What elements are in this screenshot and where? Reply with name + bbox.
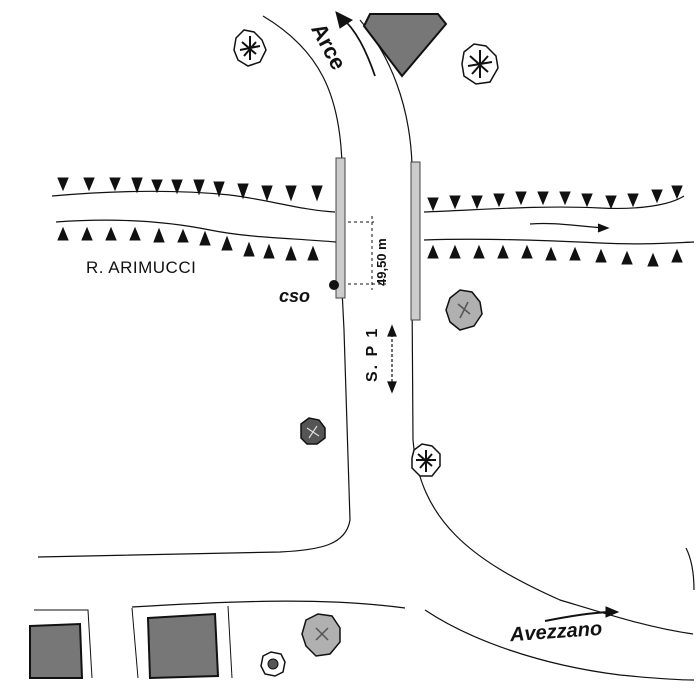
road-edge-right <box>359 19 694 635</box>
cso-point <box>329 280 339 290</box>
tree-icon <box>233 29 267 67</box>
buildings <box>29 13 448 680</box>
river-bank-left-upper <box>51 190 336 213</box>
road-name-label: S. P 1 <box>364 326 381 382</box>
river-bank-right-lower <box>423 238 695 245</box>
tree-icon <box>461 43 499 85</box>
tree-icon <box>301 613 341 657</box>
river-bank-right-upper <box>423 195 685 213</box>
tree-icon <box>411 443 441 477</box>
road-sp1 <box>37 15 695 681</box>
building-plot-outline-1 <box>34 609 93 679</box>
tree-icon <box>300 417 326 445</box>
road-edge-left <box>37 15 351 558</box>
side-road-edge <box>131 600 406 609</box>
distance-dimension <box>348 216 386 290</box>
building-plot-outline-2 <box>131 605 233 679</box>
road-direction-arrow-icon <box>387 324 397 394</box>
bridge-rail-left <box>335 157 346 299</box>
avezzano-direction-arrow-icon <box>544 606 620 622</box>
tree-icon <box>260 651 286 677</box>
building-southwest-1 <box>29 622 84 679</box>
bank-ticks-right-upper <box>427 185 683 212</box>
river-arimucci <box>51 190 695 245</box>
bank-ticks-right-lower <box>427 244 683 267</box>
bank-ticks-left-upper <box>57 177 323 202</box>
distance-label: 49,50 m <box>374 238 389 286</box>
bridge-rail-right <box>410 161 421 321</box>
tree-icon <box>445 289 483 331</box>
cso-label: cso <box>279 286 311 306</box>
road-edge-lower-right <box>424 609 695 681</box>
bank-ticks-left-lower <box>57 226 319 261</box>
building-southwest-2 <box>146 612 220 680</box>
flow-arrow-icon <box>529 222 610 233</box>
arce-direction-arrow-icon <box>335 11 376 77</box>
road-edge-far-right <box>685 547 695 591</box>
river-name-label: R. ARIMUCCI <box>86 258 197 277</box>
bridge <box>335 157 421 321</box>
river-bank-left-lower <box>55 219 337 243</box>
building-north <box>362 13 448 78</box>
